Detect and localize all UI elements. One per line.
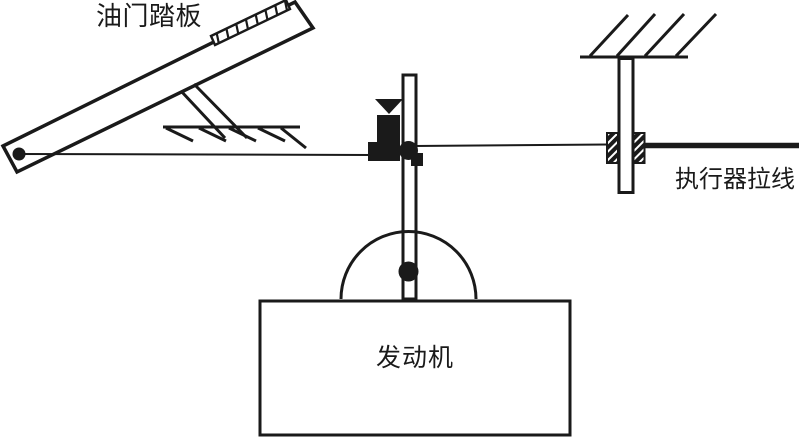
hanger-bar — [617, 57, 635, 194]
lever-pivot-dot — [399, 141, 418, 160]
ground-symbol — [163, 125, 307, 150]
pedal-arm — [0, 0, 316, 175]
engine-label: 发动机 — [375, 343, 454, 372]
cable-clamp-right — [632, 132, 646, 164]
ceiling-hatching — [588, 12, 718, 58]
pedal-pad-hatching — [215, 0, 289, 44]
actuator-stop-funnel — [375, 99, 403, 114]
linkage-rod-left — [18, 153, 374, 156]
cable-clamp-left — [606, 132, 619, 164]
engine-box — [258, 299, 572, 437]
linkage-rod-right — [413, 143, 609, 147]
pedal-pad — [209, 0, 292, 47]
pedal-assembly — [0, 0, 316, 175]
pedal-label: 油门踏板 — [96, 2, 203, 32]
engine-lever-pivot-dot — [398, 261, 419, 282]
pedal-pivot-dot — [12, 147, 26, 161]
engine-arc — [339, 230, 478, 300]
pedal-support-strut — [179, 82, 249, 140]
actuator-stop-body — [377, 115, 400, 161]
actuator-stop-flange — [368, 142, 378, 161]
cable-label: 执行器拉线 — [675, 165, 795, 193]
ceiling-mount — [580, 12, 718, 59]
actuator-stop — [368, 99, 423, 166]
lever-bar — [401, 73, 418, 301]
